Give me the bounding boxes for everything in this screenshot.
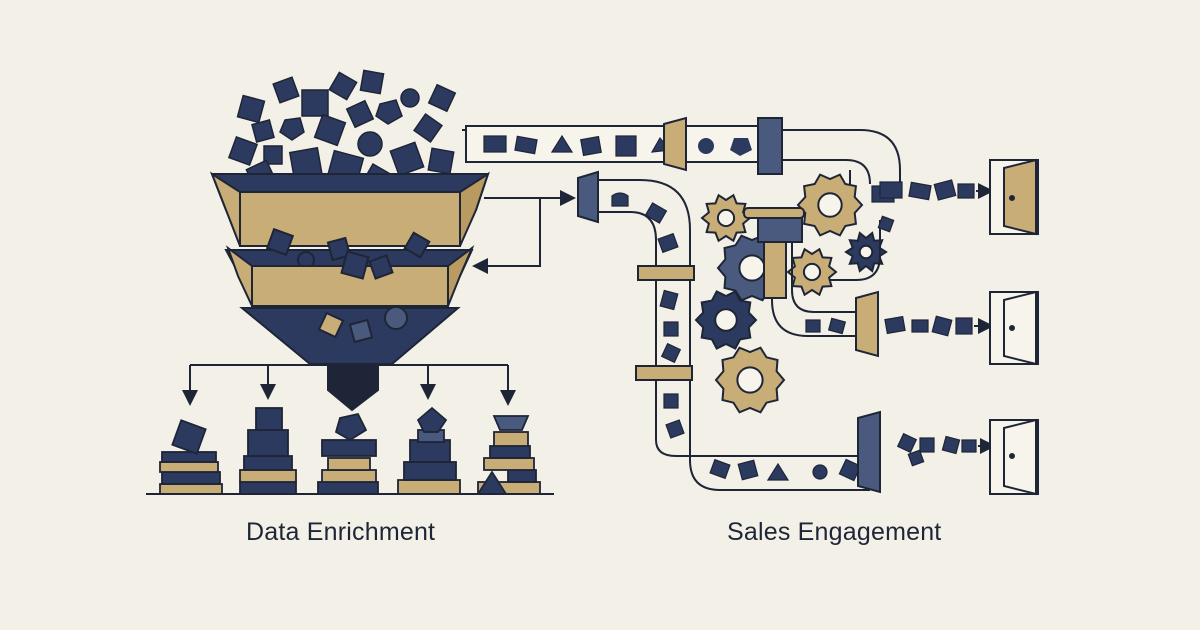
gear-hub <box>716 208 736 228</box>
data-enrichment-label: Data Enrichment <box>246 518 436 546</box>
sorted-stacks <box>159 406 541 495</box>
conveyor-vertical <box>577 170 881 494</box>
scattered-data-shapes <box>227 69 457 196</box>
gear-hub <box>802 262 822 282</box>
conveyor-top <box>465 116 783 175</box>
gear-hub <box>736 366 764 394</box>
distribution-arrows <box>182 364 516 406</box>
gear-hub <box>858 244 874 260</box>
funnel-icon <box>209 171 490 412</box>
gear-hub <box>817 192 843 218</box>
pipe-to-door-1 <box>782 129 901 182</box>
door-icon <box>989 158 1039 496</box>
gear-hub <box>714 308 738 332</box>
sales-engagement-label: Sales Engagement <box>727 518 942 546</box>
conveyor-middle <box>771 170 881 337</box>
gear-hub <box>738 254 766 282</box>
output-lanes <box>879 179 977 467</box>
gear-icon <box>694 173 888 414</box>
